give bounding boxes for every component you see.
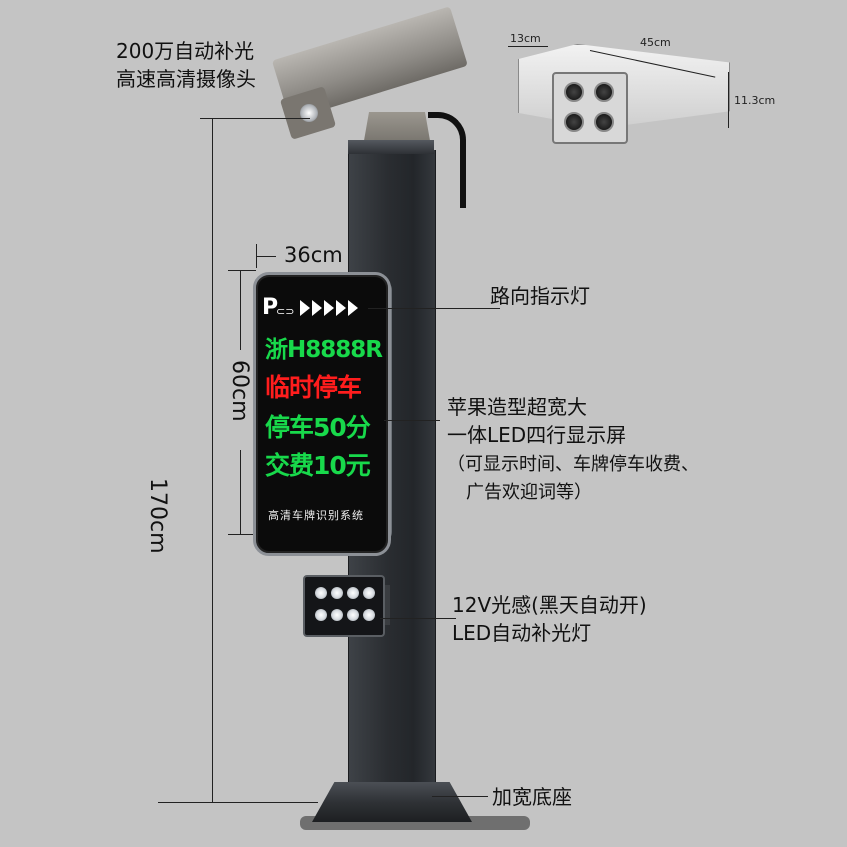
callout-line-base — [432, 796, 488, 797]
inset-dim-line — [508, 46, 548, 47]
led-bulb-icon — [363, 609, 375, 621]
led-bulb-icon — [347, 587, 359, 599]
sign-height-tick — [228, 534, 256, 535]
camera-caption-line1: 200万自动补光 — [116, 39, 255, 63]
label-display-4: 广告欢迎词等） — [466, 482, 592, 503]
inset-led-icon — [564, 112, 584, 132]
label-direction-light: 路向指示灯 — [490, 284, 590, 308]
camera-caption-line2: 高速高清摄像头 — [116, 67, 256, 91]
sign-footer: 高清车牌识别系统 — [268, 509, 364, 522]
sign-height-line — [240, 270, 241, 350]
chevron-right-icon — [324, 300, 334, 316]
sign-height-label: 60cm — [227, 360, 252, 422]
callout-line-flood — [380, 618, 456, 619]
label-base: 加宽底座 — [492, 785, 572, 809]
sign-plate-line: 浙H8888R — [265, 337, 383, 363]
callout-line-display — [384, 420, 440, 421]
sign-width-tick — [256, 244, 257, 268]
inset-dim-depth: 13cm — [510, 32, 541, 45]
label-flood-2: LED自动补光灯 — [452, 621, 592, 645]
led-bulb-icon — [315, 609, 327, 621]
inset-dim-length: 45cm — [640, 36, 671, 49]
total-height-line — [212, 118, 213, 802]
led-sign — [253, 272, 391, 556]
inset-led-icon — [564, 82, 584, 102]
callout-line-direction — [368, 308, 500, 309]
car-icon: ⊂⊃ — [276, 305, 295, 318]
inset-dim-line — [728, 72, 729, 128]
inset-led-icon — [594, 82, 614, 102]
sign-duration-line: 停车50分 — [265, 413, 371, 442]
sign-height-line — [240, 450, 241, 534]
sign-fee-line: 交费10元 — [265, 451, 371, 480]
sign-width-line — [256, 256, 276, 257]
label-display-2: 一体LED四行显示屏 — [447, 423, 627, 447]
chevron-right-icon — [336, 300, 346, 316]
inset-led-icon — [594, 112, 614, 132]
total-height-bottom-tick — [158, 802, 318, 803]
chevron-right-icon — [300, 300, 310, 316]
total-height-top-tick — [200, 118, 310, 119]
chevron-right-icon — [348, 300, 358, 316]
led-bulb-icon — [347, 609, 359, 621]
chevron-right-icon — [312, 300, 322, 316]
inset-dim-height: 11.3cm — [734, 94, 776, 107]
camera-cable — [428, 112, 466, 208]
label-display-3: （可显示时间、车牌停车收费、 — [447, 454, 699, 475]
pole-cap — [348, 140, 434, 154]
camera-lens-icon — [300, 104, 318, 122]
pole-base — [312, 782, 472, 822]
label-flood-1: 12V光感(黑天自动开) — [452, 593, 647, 617]
parking-mark: P — [262, 295, 279, 320]
led-bulb-icon — [331, 587, 343, 599]
sign-status-line: 临时停车 — [265, 373, 362, 402]
sign-height-tick — [228, 270, 256, 271]
led-bulb-icon — [363, 587, 375, 599]
sign-width-label: 36cm — [284, 243, 343, 267]
label-display-1: 苹果造型超宽大 — [447, 395, 587, 419]
total-height-label: 170cm — [145, 478, 170, 554]
floodlight — [303, 575, 385, 637]
led-bulb-icon — [315, 587, 327, 599]
inset-camera-face — [552, 72, 628, 144]
led-bulb-icon — [331, 609, 343, 621]
